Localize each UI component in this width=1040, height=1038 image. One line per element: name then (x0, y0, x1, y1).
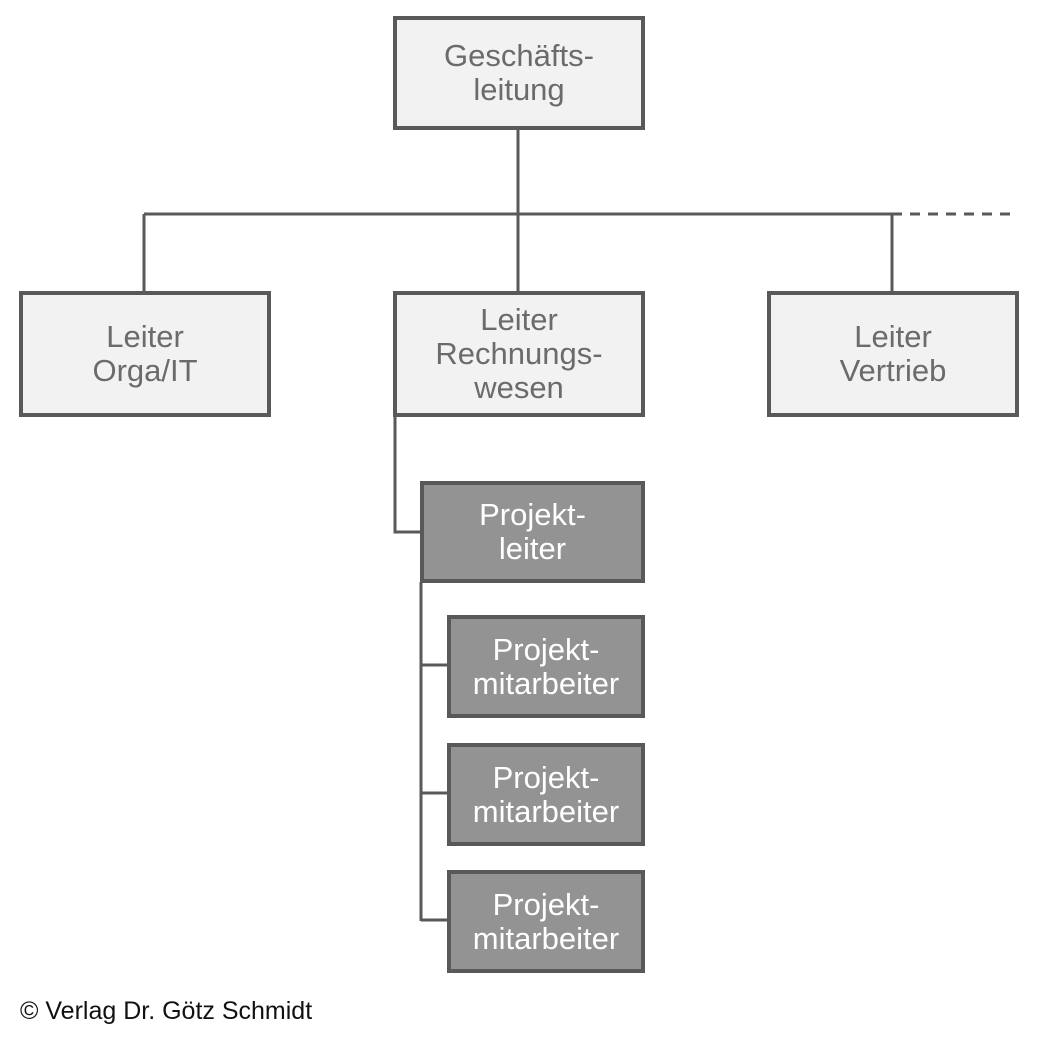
box-label-line: Projekt- (492, 631, 600, 667)
box-label-line: leitung (473, 72, 565, 107)
box-label-line: Rechnungs- (435, 336, 603, 371)
box-label-line: leiter (498, 531, 567, 566)
box-projektmitarbeiter-1: Projekt- mitarbeiter (447, 615, 645, 718)
box-label-line: mitarbeiter (472, 665, 620, 701)
box-label-line: Projekt- (492, 759, 600, 795)
rewe-to-projectlead-line (393, 416, 420, 534)
box-geschaeftsleitung: Geschäfts- leitung (393, 16, 645, 130)
box-label-line: Orga/IT (92, 353, 198, 388)
box-leiter-orga-it: Leiter Orga/IT (19, 291, 271, 417)
box-label-line: Projekt- (492, 886, 600, 922)
box-label-line: mitarbeiter (472, 920, 620, 956)
box-label-line: Projekt- (479, 497, 586, 532)
box-label-line: mitarbeiter (472, 793, 620, 829)
box-label-line: Leiter (480, 302, 558, 337)
box-label-line: Geschäfts- (444, 38, 594, 73)
box-label-line: Leiter (854, 319, 932, 354)
box-projektmitarbeiter-3: Projekt- mitarbeiter (447, 870, 645, 973)
box-label-line: Vertrieb (839, 353, 947, 388)
box-projektmitarbeiter-2: Projekt- mitarbeiter (447, 743, 645, 846)
box-leiter-rechnungswesen: Leiter Rechnungs- wesen (393, 291, 645, 417)
box-label-line: wesen (474, 370, 564, 405)
copyright-notice: © Verlag Dr. Götz Schmidt (20, 997, 313, 1025)
box-leiter-vertrieb: Leiter Vertrieb (767, 291, 1019, 417)
box-projektleiter: Projekt- leiter (420, 481, 645, 583)
box-label-line: Leiter (106, 319, 184, 354)
